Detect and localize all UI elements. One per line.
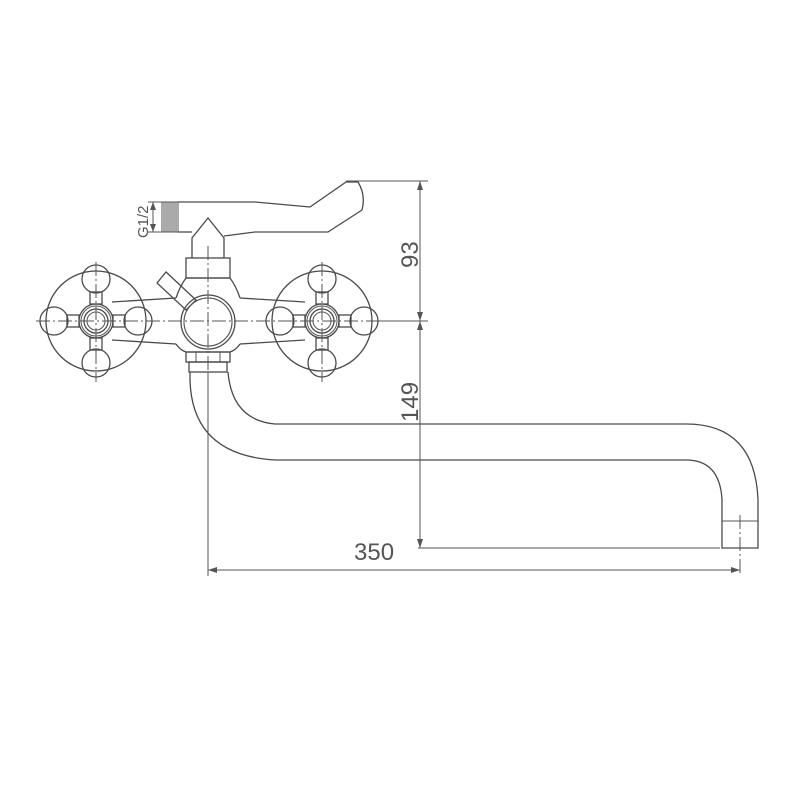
- spout-reach-label: 350: [354, 539, 394, 566]
- right-handle: [265, 262, 379, 382]
- shower-outlet: [161, 181, 364, 279]
- thread-hatching: [163, 202, 177, 232]
- height-below-axis-label: 149: [397, 382, 424, 422]
- left-handle: [39, 262, 153, 382]
- thread-size-label: G1/2: [135, 205, 152, 238]
- spout: [185, 351, 759, 575]
- vertical-dimensions: 93 149: [346, 180, 720, 549]
- height-above-axis-label: 93: [397, 241, 424, 268]
- reach-dimension: 350: [207, 372, 740, 576]
- faucet-body: [111, 246, 306, 372]
- thread-dimension: G1/2: [135, 201, 162, 238]
